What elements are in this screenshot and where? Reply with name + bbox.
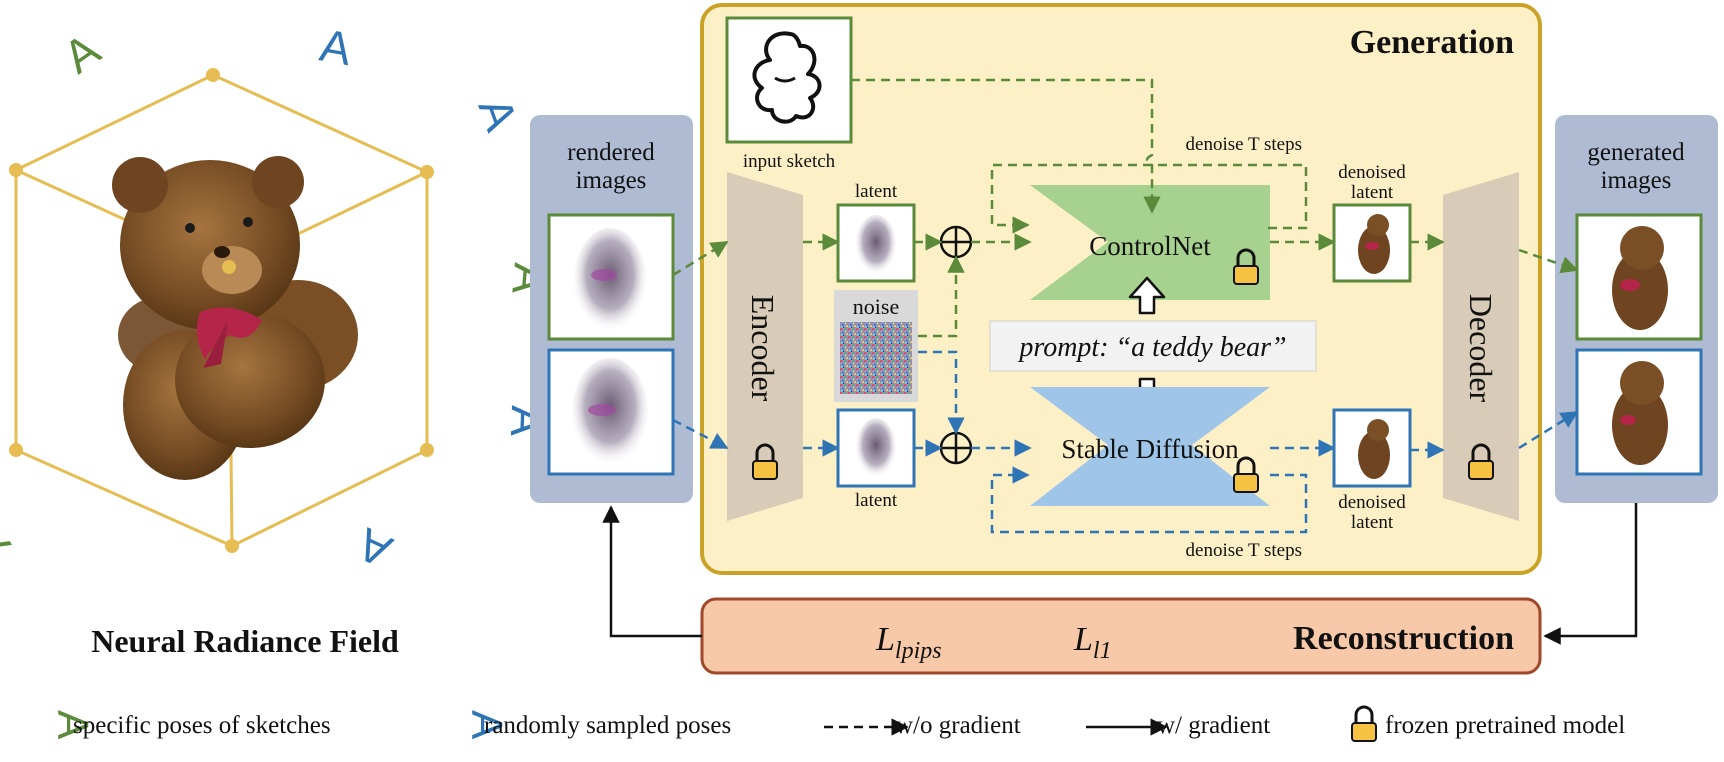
legend-random-poses-label: randomly sampled poses: [484, 712, 731, 739]
loss-lpips: Llpips: [875, 621, 942, 664]
pose-icon-sketch: A: [54, 23, 109, 83]
legend-lock-icon: [1351, 705, 1377, 742]
noise-label: noise: [853, 294, 899, 319]
encoder-block: [727, 172, 803, 521]
rendered-images-label: images: [576, 167, 647, 194]
decoder-block: [1443, 172, 1519, 521]
stable-diffusion-block: [1030, 387, 1270, 506]
loss-l1: Ll1: [1073, 621, 1112, 664]
legend: A specific poses of sketches A randomly …: [48, 705, 1625, 742]
denoise-steps-top-label: denoise T steps: [1186, 134, 1302, 155]
controlnet-label: ControlNet: [1089, 231, 1211, 261]
pose-icon-random: A: [349, 518, 399, 578]
pose-icon-random: A: [469, 91, 528, 138]
denoised-latent-top-label: latent: [1351, 182, 1394, 203]
noise-image: [834, 290, 918, 402]
rendered-images-label: rendered: [567, 139, 655, 166]
legend-sketch-pose-icon: A: [48, 710, 97, 740]
prompt-text: prompt: “a teddy bear”: [1017, 332, 1286, 363]
legend-random-pose-icon: A: [462, 710, 511, 740]
denoised-latent-top-label: denoised: [1338, 162, 1406, 183]
stable-diffusion-label: Stable Diffusion: [1061, 434, 1239, 464]
denoised-latent-top-image: [1332, 203, 1412, 283]
flow-arrows-green: [672, 78, 1579, 338]
input-sketch-image: [725, 16, 853, 144]
lock-icon: [1468, 443, 1494, 480]
legend-sketch-poses-label: specific poses of sketches: [73, 712, 331, 739]
denoised-latent-bottom-label: denoised: [1338, 492, 1406, 513]
latent-top-image: [836, 203, 916, 283]
denoise-steps-bottom-label: denoise T steps: [1186, 540, 1302, 561]
pose-icon-sketch: A: [0, 513, 21, 566]
pose-icon-random: A: [316, 19, 356, 76]
add-node-bottom: [939, 431, 973, 465]
lock-icon: [1233, 456, 1259, 493]
latent-bottom-label: latent: [855, 490, 898, 511]
generated-image-random-pose: [1575, 348, 1703, 476]
teddy-bear-render: [112, 156, 358, 480]
add-node-top: [939, 225, 973, 259]
generation-title: Generation: [1350, 24, 1514, 61]
lock-icon: [752, 443, 778, 480]
generated-image-sketch-pose: [1575, 213, 1703, 341]
rendered-image-random-pose: [547, 348, 675, 476]
prompt-box: [989, 320, 1317, 372]
lock-icon: [1233, 248, 1259, 285]
input-sketch-label: input sketch: [743, 151, 836, 172]
generated-images-label: generated: [1587, 139, 1685, 166]
decoder-label: Decoder: [1463, 294, 1499, 403]
rendered-image-sketch-pose: [547, 213, 675, 341]
flow-arrows-blue: [672, 350, 1579, 534]
prompt-arrow-up-icon: [1128, 276, 1166, 315]
generated-images-label: images: [1601, 167, 1672, 194]
reconstruction-title: Reconstruction: [1293, 620, 1514, 657]
latent-top-label: latent: [855, 181, 898, 202]
encoder-label: Encoder: [745, 295, 781, 402]
latent-bottom-image: [836, 408, 916, 488]
nerf-title: Neural Radiance Field: [91, 623, 399, 659]
legend-frozen-label: frozen pretrained model: [1385, 712, 1625, 739]
nerf-cube-vertices: [9, 68, 434, 553]
gradient-arrows: [602, 503, 1638, 645]
legend-no-gradient-label: w/o gradient: [895, 712, 1021, 739]
denoised-latent-bottom-image: [1332, 408, 1412, 488]
legend-with-gradient-label: w/ gradient: [1157, 712, 1270, 739]
denoised-latent-bottom-label: latent: [1351, 512, 1394, 533]
